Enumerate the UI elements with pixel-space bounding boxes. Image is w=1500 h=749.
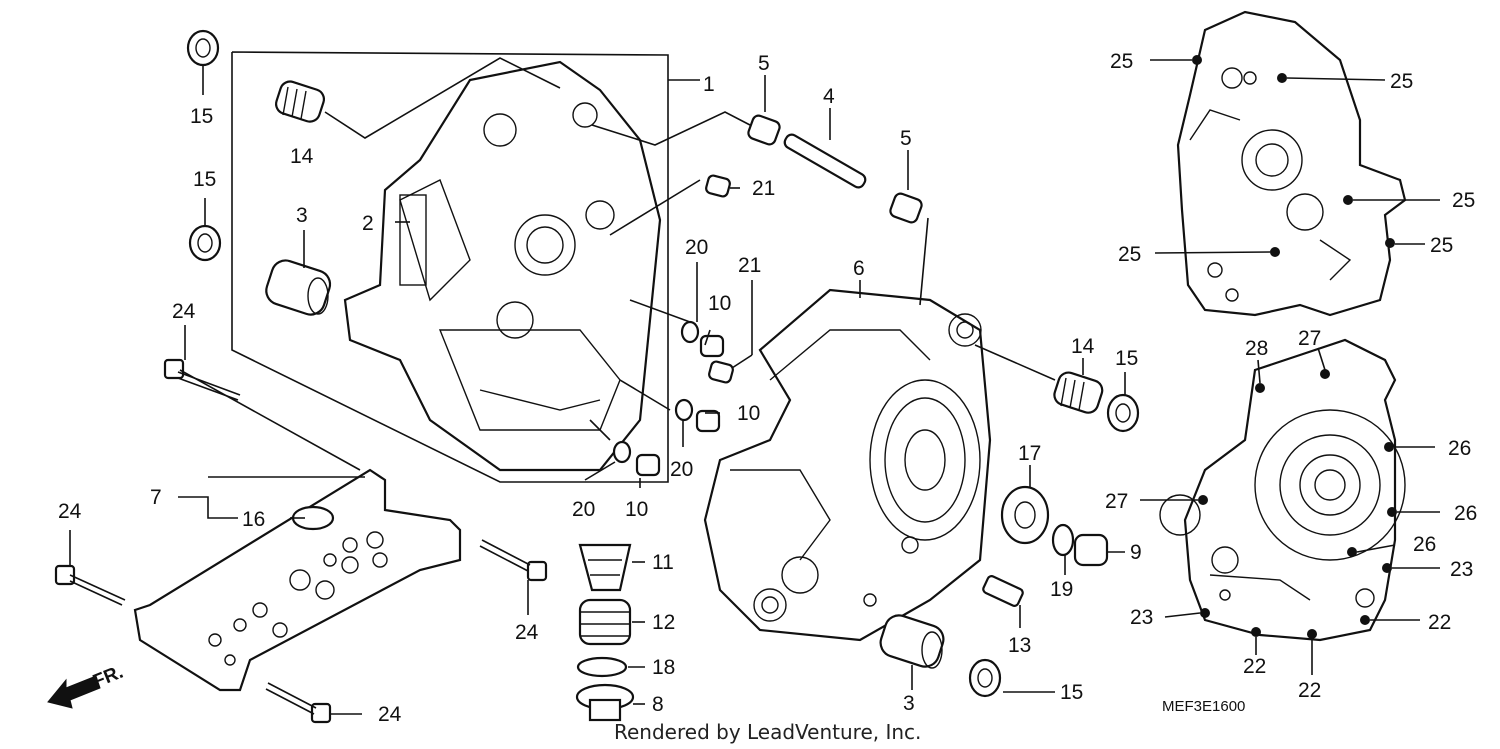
- diagram-code: MEF3E1600: [1162, 698, 1245, 715]
- callout-3-left[interactable]: 3: [296, 204, 308, 227]
- callout-22-a[interactable]: 22: [1428, 611, 1451, 634]
- credit-text: Rendered by LeadVenture, Inc.: [614, 720, 921, 744]
- callout-22-c[interactable]: 22: [1298, 679, 1321, 702]
- bushing-3-left[interactable]: [263, 257, 334, 318]
- callout-28[interactable]: 28: [1245, 337, 1268, 360]
- callout-24-right[interactable]: 24: [515, 621, 539, 644]
- left-crankcase-half[interactable]: [343, 60, 662, 472]
- o-ring-20-b[interactable]: [674, 398, 694, 422]
- callout-24-left[interactable]: 24: [58, 500, 82, 523]
- callout-8[interactable]: 8: [652, 693, 664, 716]
- callout-4[interactable]: 4: [823, 85, 835, 108]
- callout-25-d[interactable]: 25: [1118, 243, 1141, 266]
- strainer-screen-11[interactable]: [578, 543, 632, 592]
- callout-22-b[interactable]: 22: [1243, 655, 1266, 678]
- collar-5-right[interactable]: [889, 192, 924, 224]
- oil-seal-17[interactable]: [1000, 485, 1050, 545]
- callout-20-c[interactable]: 20: [572, 498, 595, 521]
- needle-bearing-14-right[interactable]: [1052, 370, 1105, 415]
- callout-1[interactable]: 1: [703, 73, 715, 96]
- oil-seal-15-left[interactable]: [188, 224, 222, 262]
- callout-15-left[interactable]: 15: [193, 168, 216, 191]
- callout-2[interactable]: 2: [362, 212, 374, 235]
- callout-25-c[interactable]: 25: [1452, 189, 1475, 212]
- callout-25-a[interactable]: 25: [1110, 50, 1133, 73]
- dowel-pin-10-c[interactable]: [635, 453, 661, 477]
- callout-9[interactable]: 9: [1130, 541, 1142, 564]
- dowel-pin-10-b[interactable]: [695, 409, 721, 433]
- callout-5-left[interactable]: 5: [758, 52, 770, 75]
- callout-24-upper[interactable]: 24: [172, 300, 196, 323]
- callout-14-right[interactable]: 14: [1071, 335, 1095, 358]
- callout-20-b[interactable]: 20: [670, 458, 693, 481]
- callout-18[interactable]: 18: [652, 656, 675, 679]
- callout-15-top[interactable]: 15: [190, 105, 213, 128]
- front-direction-arrow: FR.: [47, 662, 126, 709]
- callout-3-bottom[interactable]: 3: [903, 692, 915, 715]
- dowel-pin-21-mid[interactable]: [708, 360, 734, 384]
- dowel-pin-10-a[interactable]: [699, 334, 725, 358]
- right-crankcase-half[interactable]: [703, 288, 992, 642]
- collar-9[interactable]: [1073, 533, 1109, 567]
- callout-17[interactable]: 17: [1018, 442, 1041, 465]
- bolt-24-upper[interactable]: [163, 358, 241, 401]
- callout-10-b[interactable]: 10: [737, 402, 760, 425]
- bolt-24-right[interactable]: [479, 539, 548, 582]
- callout-20-a[interactable]: 20: [685, 236, 708, 259]
- needle-bearing-14-left[interactable]: [274, 79, 327, 124]
- callout-21-mid[interactable]: 21: [738, 254, 761, 277]
- o-ring-18[interactable]: [576, 656, 628, 678]
- callout-27-left[interactable]: 27: [1105, 490, 1128, 513]
- pipe-4[interactable]: [783, 132, 868, 189]
- callout-5-right[interactable]: 5: [900, 127, 912, 150]
- callout-23-right[interactable]: 23: [1450, 558, 1473, 581]
- oil-seal-15-right[interactable]: [1106, 393, 1140, 433]
- bushing-3-bottom[interactable]: [877, 612, 947, 670]
- callout-27-top[interactable]: 27: [1298, 327, 1321, 350]
- callout-15-right[interactable]: 15: [1115, 347, 1138, 370]
- o-ring-19[interactable]: [1051, 523, 1075, 557]
- crankcase-upper-view: [1176, 10, 1407, 317]
- callout-11[interactable]: 11: [652, 551, 674, 574]
- oil-seal-15-top[interactable]: [186, 29, 220, 67]
- callout-24-bottom[interactable]: 24: [378, 703, 402, 726]
- crankcase-lower-view: [1159, 338, 1406, 642]
- callout-25-b[interactable]: 25: [1390, 70, 1413, 93]
- bolt-24-left[interactable]: [54, 564, 126, 606]
- callout-14-left[interactable]: 14: [290, 145, 314, 168]
- callout-26-a[interactable]: 26: [1448, 437, 1471, 460]
- collar-5-left[interactable]: [747, 114, 782, 146]
- drain-bolt-8[interactable]: [575, 683, 635, 722]
- oil-seal-15-bottom[interactable]: [968, 658, 1002, 698]
- callout-labels: 1 2 3 3 4 5 5 6 7 8 9 10 10 10 11 12 13 …: [58, 50, 1477, 726]
- callout-26-b[interactable]: 26: [1454, 502, 1477, 525]
- arrow-icon: [47, 675, 101, 709]
- oil-pressure-switch-13[interactable]: [982, 575, 1024, 607]
- o-ring-20-a[interactable]: [680, 320, 700, 344]
- callout-7[interactable]: 7: [150, 486, 162, 509]
- skid-plate[interactable]: [133, 468, 462, 692]
- dowel-pin-21-top[interactable]: [705, 174, 731, 198]
- callout-15-bottom[interactable]: 15: [1060, 681, 1083, 704]
- assembly-bracket: [231, 51, 700, 483]
- callout-10-a[interactable]: 10: [708, 292, 731, 315]
- callout-26-c[interactable]: 26: [1413, 533, 1436, 556]
- leader-lines: [69, 57, 1440, 715]
- callout-16[interactable]: 16: [242, 508, 265, 531]
- callout-23-left[interactable]: 23: [1130, 606, 1153, 629]
- callout-25-e[interactable]: 25: [1430, 234, 1453, 257]
- callout-10-c[interactable]: 10: [625, 498, 648, 521]
- spring-12[interactable]: [578, 598, 632, 646]
- callout-6[interactable]: 6: [853, 257, 865, 280]
- callout-21-top[interactable]: 21: [752, 177, 775, 200]
- callout-13[interactable]: 13: [1008, 634, 1031, 657]
- callout-19[interactable]: 19: [1050, 578, 1073, 601]
- o-ring-20-c[interactable]: [612, 440, 632, 464]
- bolt-24-bottom[interactable]: [265, 682, 332, 724]
- direction-label: FR.: [90, 662, 126, 693]
- callout-12[interactable]: 12: [652, 611, 675, 634]
